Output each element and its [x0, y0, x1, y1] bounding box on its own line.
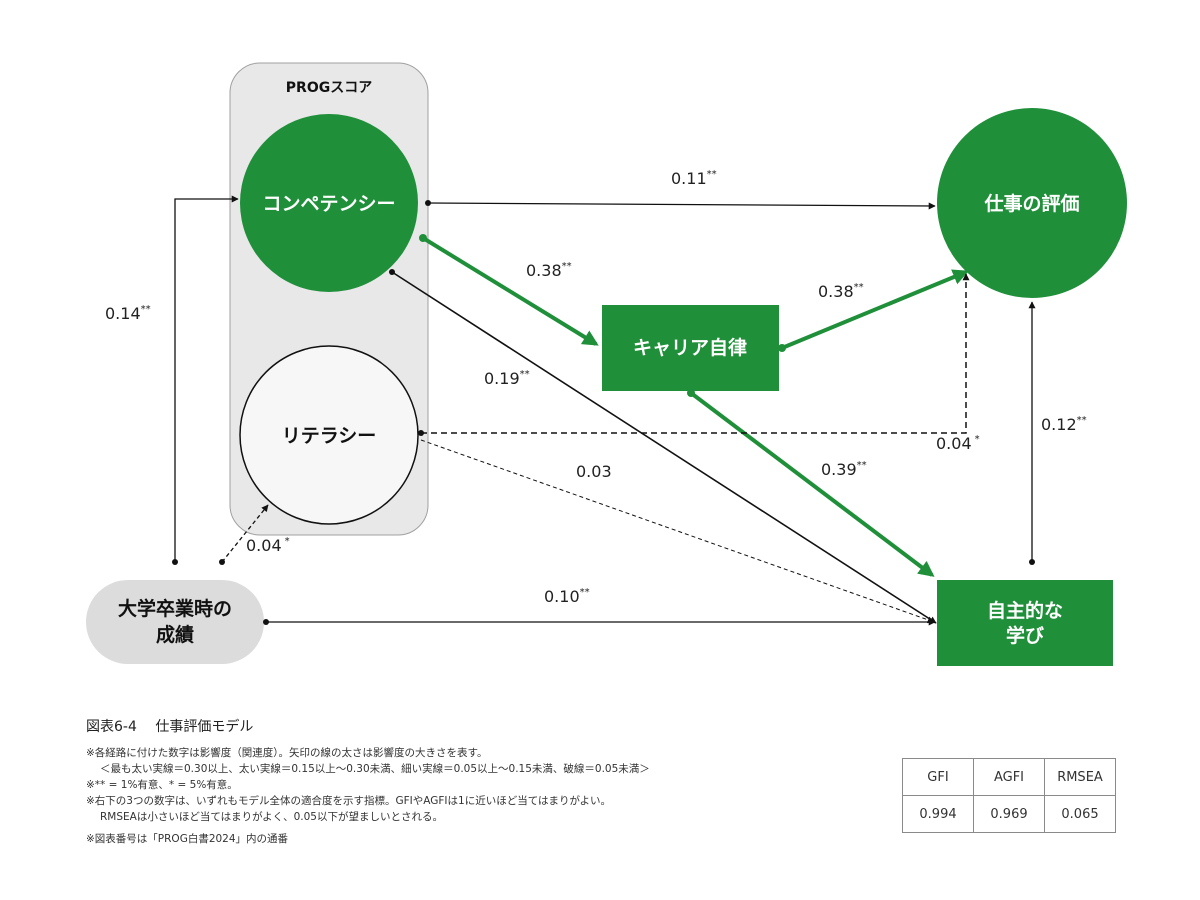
- path-grades-to-literacy: [221, 504, 269, 563]
- path-origin-dot: [1029, 559, 1035, 565]
- path-origin-dot: [263, 619, 269, 625]
- note-line: ※各経路に付けた数字は影響度（関連度）。矢印の線の太さは影響度の大きさを表す。: [86, 747, 488, 759]
- path-origin-dot: [419, 234, 427, 242]
- coef-grades-to-learning: 0.10**: [544, 587, 590, 606]
- coef-learning-to-job: 0.12**: [1041, 415, 1087, 434]
- coef-grades-to-literacy: 0.04*: [246, 536, 290, 555]
- path-competency-to-career: [421, 236, 599, 346]
- coef-competency-to-career: 0.38**: [526, 261, 572, 280]
- group-title: PROGスコア: [286, 80, 372, 96]
- literacy-node: [239, 345, 419, 525]
- path-career-to-job: [781, 269, 969, 350]
- fit-value-row: 0.994 0.969 0.065: [902, 795, 1116, 833]
- figure-notes: ※各経路に付けた数字は影響度（関連度）。矢印の線の太さは影響度の大きさを表す。 …: [86, 745, 650, 847]
- coef-competency-to-learning: 0.19**: [484, 369, 530, 388]
- note-line: ※図表番号は「PROG白書2024」内の通番: [86, 833, 289, 845]
- coef-grades-to-competency: 0.14**: [105, 304, 151, 323]
- coef-career-to-learning: 0.39**: [821, 460, 867, 479]
- self-learning-label-line1: 自主的な: [987, 599, 1063, 622]
- coef-competency-to-job: 0.11**: [671, 169, 717, 188]
- path-literacy-to-job: [421, 273, 970, 434]
- career-autonomy-label: キャリア自律: [633, 336, 747, 359]
- graduation-grades-label-line1: 大学卒業時の: [118, 597, 232, 620]
- graduation-grades-label-line2: 成績: [156, 623, 194, 646]
- path-origin-dot: [425, 200, 431, 206]
- career-autonomy-node: [602, 305, 779, 391]
- path-origin-dot: [418, 430, 424, 436]
- path-competency-to-learning: [391, 271, 937, 624]
- path-origin-dot: [172, 559, 178, 565]
- competency-label: コンペテンシー: [262, 193, 395, 215]
- path-grades-to-competency: [174, 195, 239, 562]
- coef-career-to-job: 0.38**: [818, 282, 864, 301]
- note-line: RMSEAは小さいほど当てはまりがよく、0.05以下が望ましいとされる。: [100, 811, 443, 823]
- note-line: ※右下の3つの数字は、いずれもモデル全体の適合度を示す指標。GFIやAGFIは1…: [86, 795, 611, 807]
- path-career-to-learning: [689, 391, 935, 577]
- job-evaluation-node: [937, 108, 1127, 298]
- fit-value-gfi: 0.994: [902, 795, 974, 833]
- note-line: ＜最も太い実線＝0.30以上、太い実線＝0.15以上～0.30未満、細い実線＝0…: [100, 763, 650, 775]
- self-learning-node: [937, 580, 1113, 666]
- job-evaluation-label: 仕事の評価: [983, 192, 1079, 215]
- fit-header-row: GFI AGFI RMSEA: [902, 758, 1116, 796]
- competency-node: [240, 114, 418, 292]
- path-origin-dot: [219, 559, 225, 565]
- path-competency-to-job: [427, 202, 936, 210]
- fit-value-agfi: 0.969: [973, 795, 1045, 833]
- fit-indices-table: GFI AGFI RMSEA 0.994 0.969 0.065: [902, 758, 1116, 833]
- fit-header-rmsea: RMSEA: [1044, 758, 1116, 796]
- path-origin-dot: [778, 344, 786, 352]
- fit-value-rmsea: 0.065: [1044, 795, 1116, 833]
- coef-literacy-to-learning: 0.03: [576, 462, 612, 481]
- note-line: ※** = 1%有意、* = 5%有意。: [86, 779, 238, 791]
- figure-caption: 図表6-4 仕事評価モデル: [86, 719, 254, 735]
- path-origin-dot: [687, 389, 695, 397]
- self-learning-label-line2: 学び: [1006, 624, 1044, 647]
- coef-literacy-to-job: 0.04*: [936, 434, 980, 453]
- literacy-label: リテラシー: [282, 425, 377, 447]
- fit-header-agfi: AGFI: [973, 758, 1045, 796]
- graduation-grades-node: [86, 580, 264, 664]
- path-origin-dot: [389, 269, 395, 275]
- fit-header-gfi: GFI: [902, 758, 974, 796]
